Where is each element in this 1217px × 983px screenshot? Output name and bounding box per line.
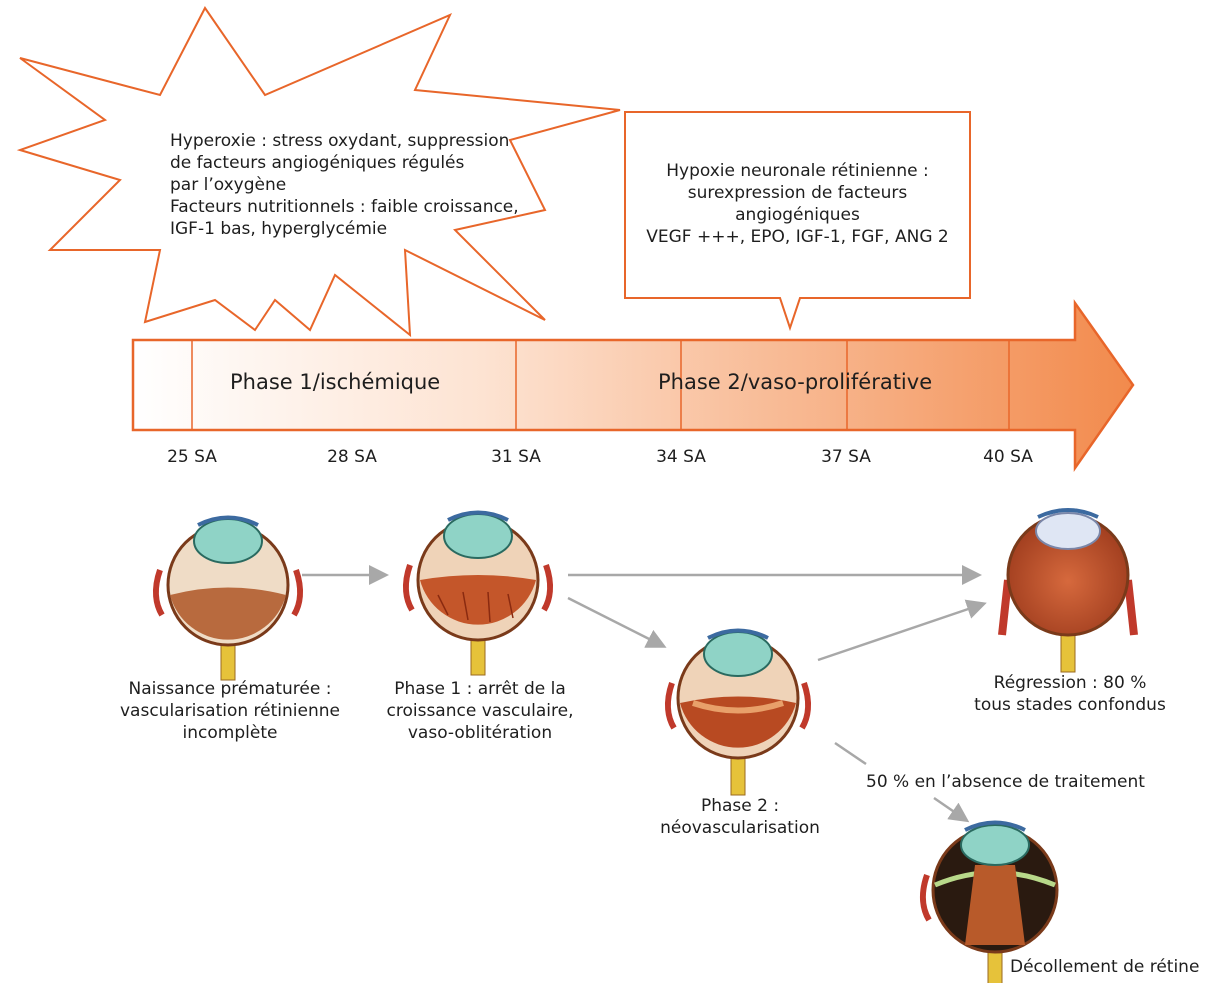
phase1-line-1: Phase 1 : arrêt de la	[394, 679, 566, 699]
hypoxia-line-4: VEGF +++, EPO, IGF-1, FGF, ANG 2	[646, 227, 949, 247]
hyperoxia-line-4: Facteurs nutritionnels : faible croissan…	[170, 197, 519, 217]
hyperoxia-line-1: Hyperoxie : stress oxydant, suppression	[170, 131, 510, 151]
hyperoxia-line-3: par l’oxygène	[170, 175, 287, 195]
birth-caption: Naissance prématurée : vascularisation r…	[80, 678, 380, 744]
phase2-line-2: néovascularisation	[660, 818, 820, 838]
tick-31: 31 SA	[491, 447, 541, 467]
tick-34: 34 SA	[656, 447, 706, 467]
tick-28: 28 SA	[327, 447, 377, 467]
hypoxia-text: Hypoxie neuronale rétinienne : surexpres…	[630, 160, 965, 248]
untreated-label: 50 % en l’absence de traitement	[866, 772, 1145, 792]
tick-40: 40 SA	[983, 447, 1033, 467]
birth-line-3: incomplète	[182, 723, 278, 743]
regression-line-1: Régression : 80 %	[993, 673, 1147, 693]
hypoxia-callout-shape	[624, 111, 971, 332]
regression-caption: Régression : 80 % tous stades confondus	[955, 672, 1185, 716]
birth-line-2: vascularisation rétinienne	[120, 701, 340, 721]
timeline-dividers	[191, 340, 1010, 430]
eye-regression-illustration	[998, 508, 1138, 673]
hyperoxia-line-5: IGF-1 bas, hyperglycémie	[170, 219, 388, 239]
phase2-line-1: Phase 2 :	[700, 796, 780, 816]
hypoxia-line-3: angiogéniques	[735, 205, 860, 225]
regression-line-2: tous stades confondus	[974, 695, 1166, 715]
phase2-label: Phase 2/vaso-proliférative	[658, 370, 933, 394]
hyperoxia-starburst	[16, 6, 621, 338]
phase1-line-2: croissance vasculaire,	[386, 701, 574, 721]
eye-phase1-illustration	[402, 510, 554, 676]
hypoxia-line-1: Hypoxie neuronale rétinienne :	[666, 161, 929, 181]
eye-phase2-illustration	[664, 628, 812, 796]
tick-37: 37 SA	[821, 447, 871, 467]
hyperoxia-text: Hyperoxie : stress oxydant, suppression …	[170, 130, 519, 240]
phase1-label: Phase 1/ischémique	[230, 370, 441, 394]
hyperoxia-line-2: de facteurs angiogéniques régulés	[170, 153, 465, 173]
phase2-caption: Phase 2 : néovascularisation	[640, 795, 840, 839]
detachment-caption: Décollement de rétine	[1010, 957, 1200, 977]
phase1-line-3: vaso-oblitération	[407, 723, 553, 743]
eye-detachment-illustration	[919, 820, 1059, 983]
tick-25: 25 SA	[167, 447, 217, 467]
hypoxia-line-2: surexpression de facteurs	[687, 183, 908, 203]
birth-line-1: Naissance prématurée :	[128, 679, 332, 699]
flow-arrows	[302, 565, 987, 823]
eye-birth-illustration	[152, 515, 304, 681]
timeline-arrow	[131, 299, 1135, 472]
phase1-caption: Phase 1 : arrêt de la croissance vascula…	[345, 678, 615, 744]
